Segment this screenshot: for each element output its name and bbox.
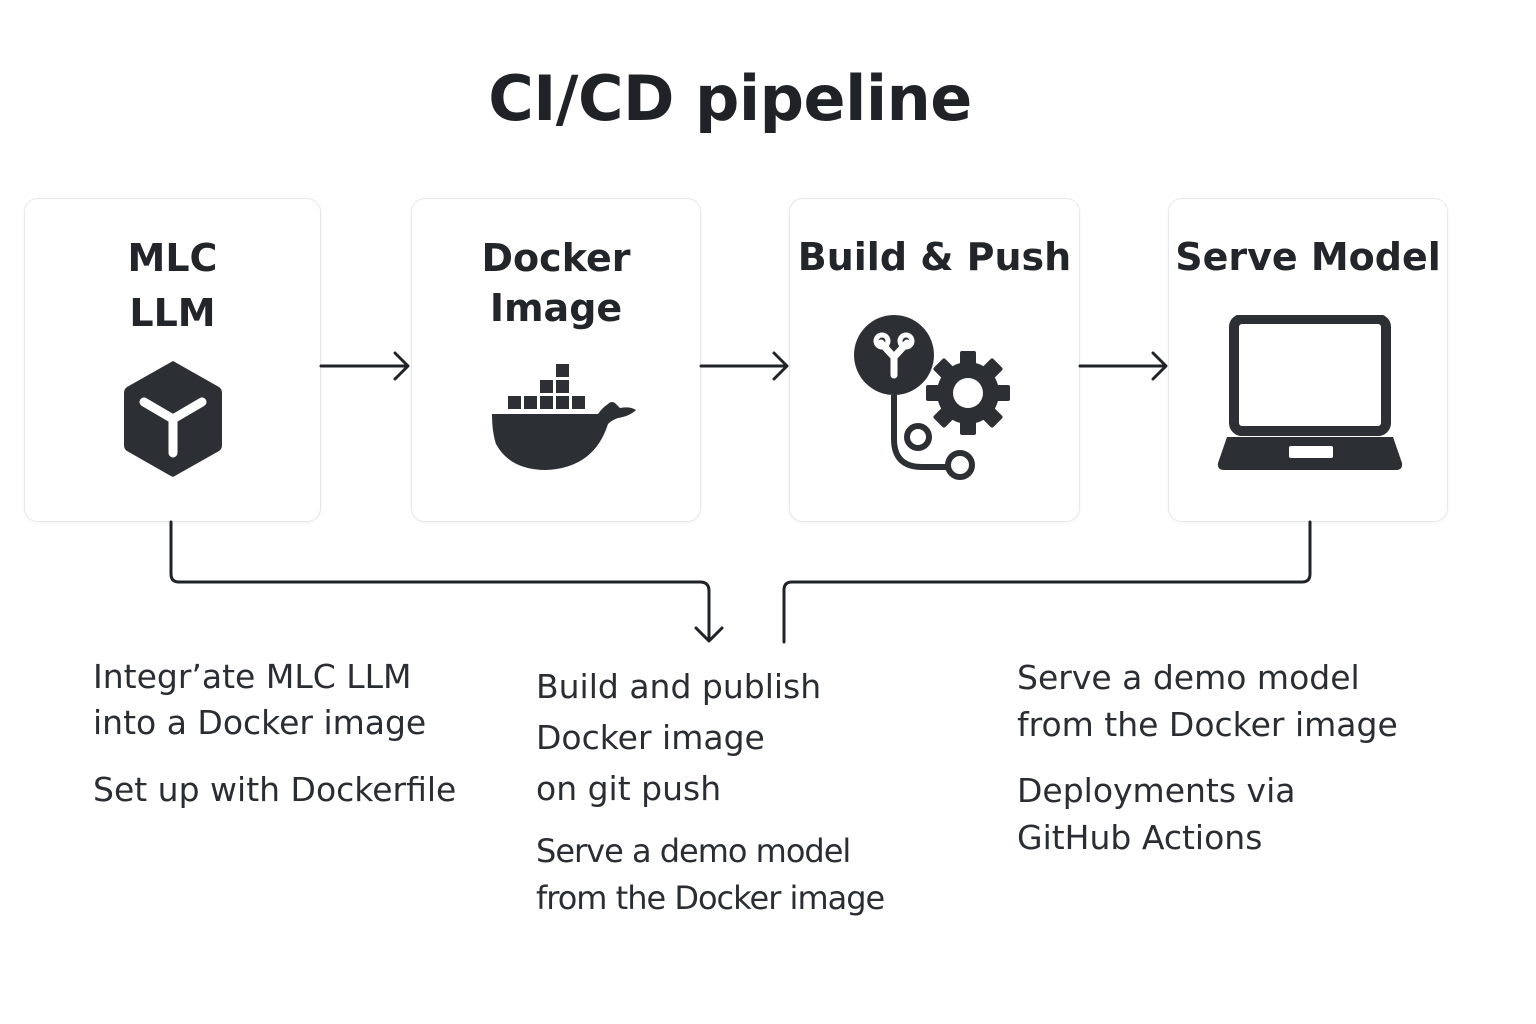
docker-whale-icon <box>492 364 636 470</box>
connector-left <box>169 520 724 643</box>
description-center: Build and publish Docker image on git pu… <box>536 661 956 922</box>
arrow-stage3-to-stage4 <box>1078 351 1168 381</box>
page-title: CI/CD pipeline <box>488 62 972 135</box>
stage-title: MLC LLM <box>127 236 218 335</box>
connector-right <box>782 520 1312 644</box>
description-sub: Set up with Dockerfile <box>93 770 457 809</box>
stage-card-build-push: Build & Push <box>789 198 1080 522</box>
stage-card-docker-image: Docker Image <box>411 198 701 522</box>
stage-card-mlc-llm: MLC LLM <box>24 198 321 522</box>
cube-icon <box>124 361 222 477</box>
description-right: Serve a demo model from the Docker image… <box>1017 654 1457 861</box>
git-gear-icon <box>854 315 1010 480</box>
description-main: Build and publish Docker image on git pu… <box>536 667 822 808</box>
stage-title: Serve Model <box>1175 235 1441 279</box>
stage-title: Docker Image <box>481 236 631 330</box>
description-main: Serve a demo model from the Docker image <box>1017 658 1398 744</box>
description-sub: Serve a demo model from the Docker image <box>536 832 885 917</box>
description-left: Integr’ate MLC LLM into a Docker image S… <box>93 654 513 813</box>
description-sub: Deployments via GitHub Actions <box>1017 771 1296 857</box>
arrow-stage2-to-stage3 <box>699 351 789 381</box>
description-main: Integr’ate MLC LLM into a Docker image <box>93 657 427 742</box>
stage-title: Build & Push <box>797 235 1072 279</box>
stage-card-serve-model: Serve Model <box>1168 198 1448 522</box>
laptop-icon <box>1217 315 1403 470</box>
arrow-stage1-to-stage2 <box>319 351 410 381</box>
